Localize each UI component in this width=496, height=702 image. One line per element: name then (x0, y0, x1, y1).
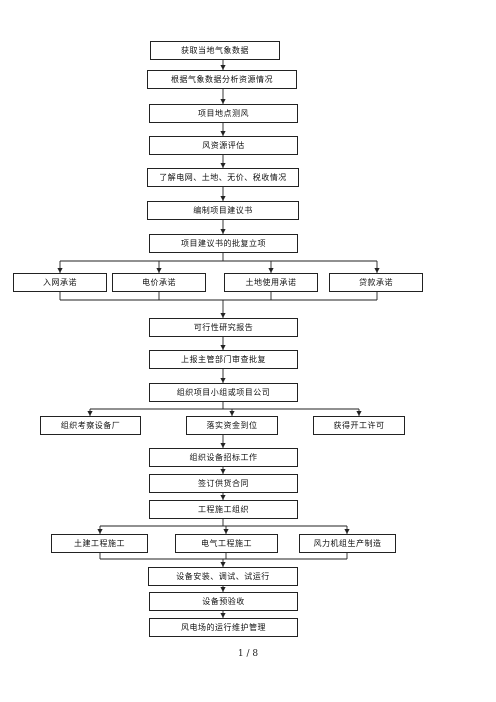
step-supply-contract: 签订供货合同 (149, 474, 298, 493)
step-preliminary-acceptance: 设备预验收 (149, 592, 298, 611)
step-construction-organization: 工程施工组织 (149, 500, 298, 519)
branch-price-commitment: 电价承诺 (112, 273, 206, 292)
step-installation-commissioning: 设备安装、调试、试运行 (148, 567, 298, 586)
step-project-proposal: 编制项目建议书 (147, 201, 299, 220)
branch-obtain-permit: 获得开工许可 (313, 416, 405, 435)
branch-loan-commitment: 贷款承诺 (329, 273, 423, 292)
branch-grid-commitment: 入网承诺 (13, 273, 107, 292)
step-grid-land-tax-survey: 了解电网、土地、无价、税收情况 (147, 168, 299, 187)
step-analyze-resources: 根据气象数据分析资源情况 (147, 70, 297, 89)
step-operation-maintenance: 风电场的运行维护管理 (149, 618, 298, 637)
branch-inspect-manufacturers: 组织考察设备厂 (40, 416, 141, 435)
step-project-team: 组织项目小组或项目公司 (149, 383, 298, 402)
branch-secure-funding: 落实资金到位 (186, 416, 278, 435)
branch-land-commitment: 土地使用承诺 (224, 273, 318, 292)
step-site-wind-measurement: 项目地点测风 (149, 104, 298, 123)
step-wind-resource-assessment: 风资源评估 (149, 136, 298, 155)
page-number: 1 / 8 (237, 649, 259, 659)
step-get-weather-data: 获取当地气象数据 (150, 41, 280, 60)
step-feasibility-report: 可行性研究报告 (149, 318, 298, 337)
branch-civil-works: 土建工程施工 (51, 534, 148, 553)
step-authority-review: 上报主管部门审查批复 (149, 350, 298, 369)
step-equipment-tender: 组织设备招标工作 (149, 448, 298, 467)
branch-electrical-works: 电气工程施工 (175, 534, 278, 553)
branch-turbine-manufacturing: 风力机组生产制造 (299, 534, 396, 553)
step-proposal-approval: 项目建议书的批复立项 (149, 234, 298, 253)
